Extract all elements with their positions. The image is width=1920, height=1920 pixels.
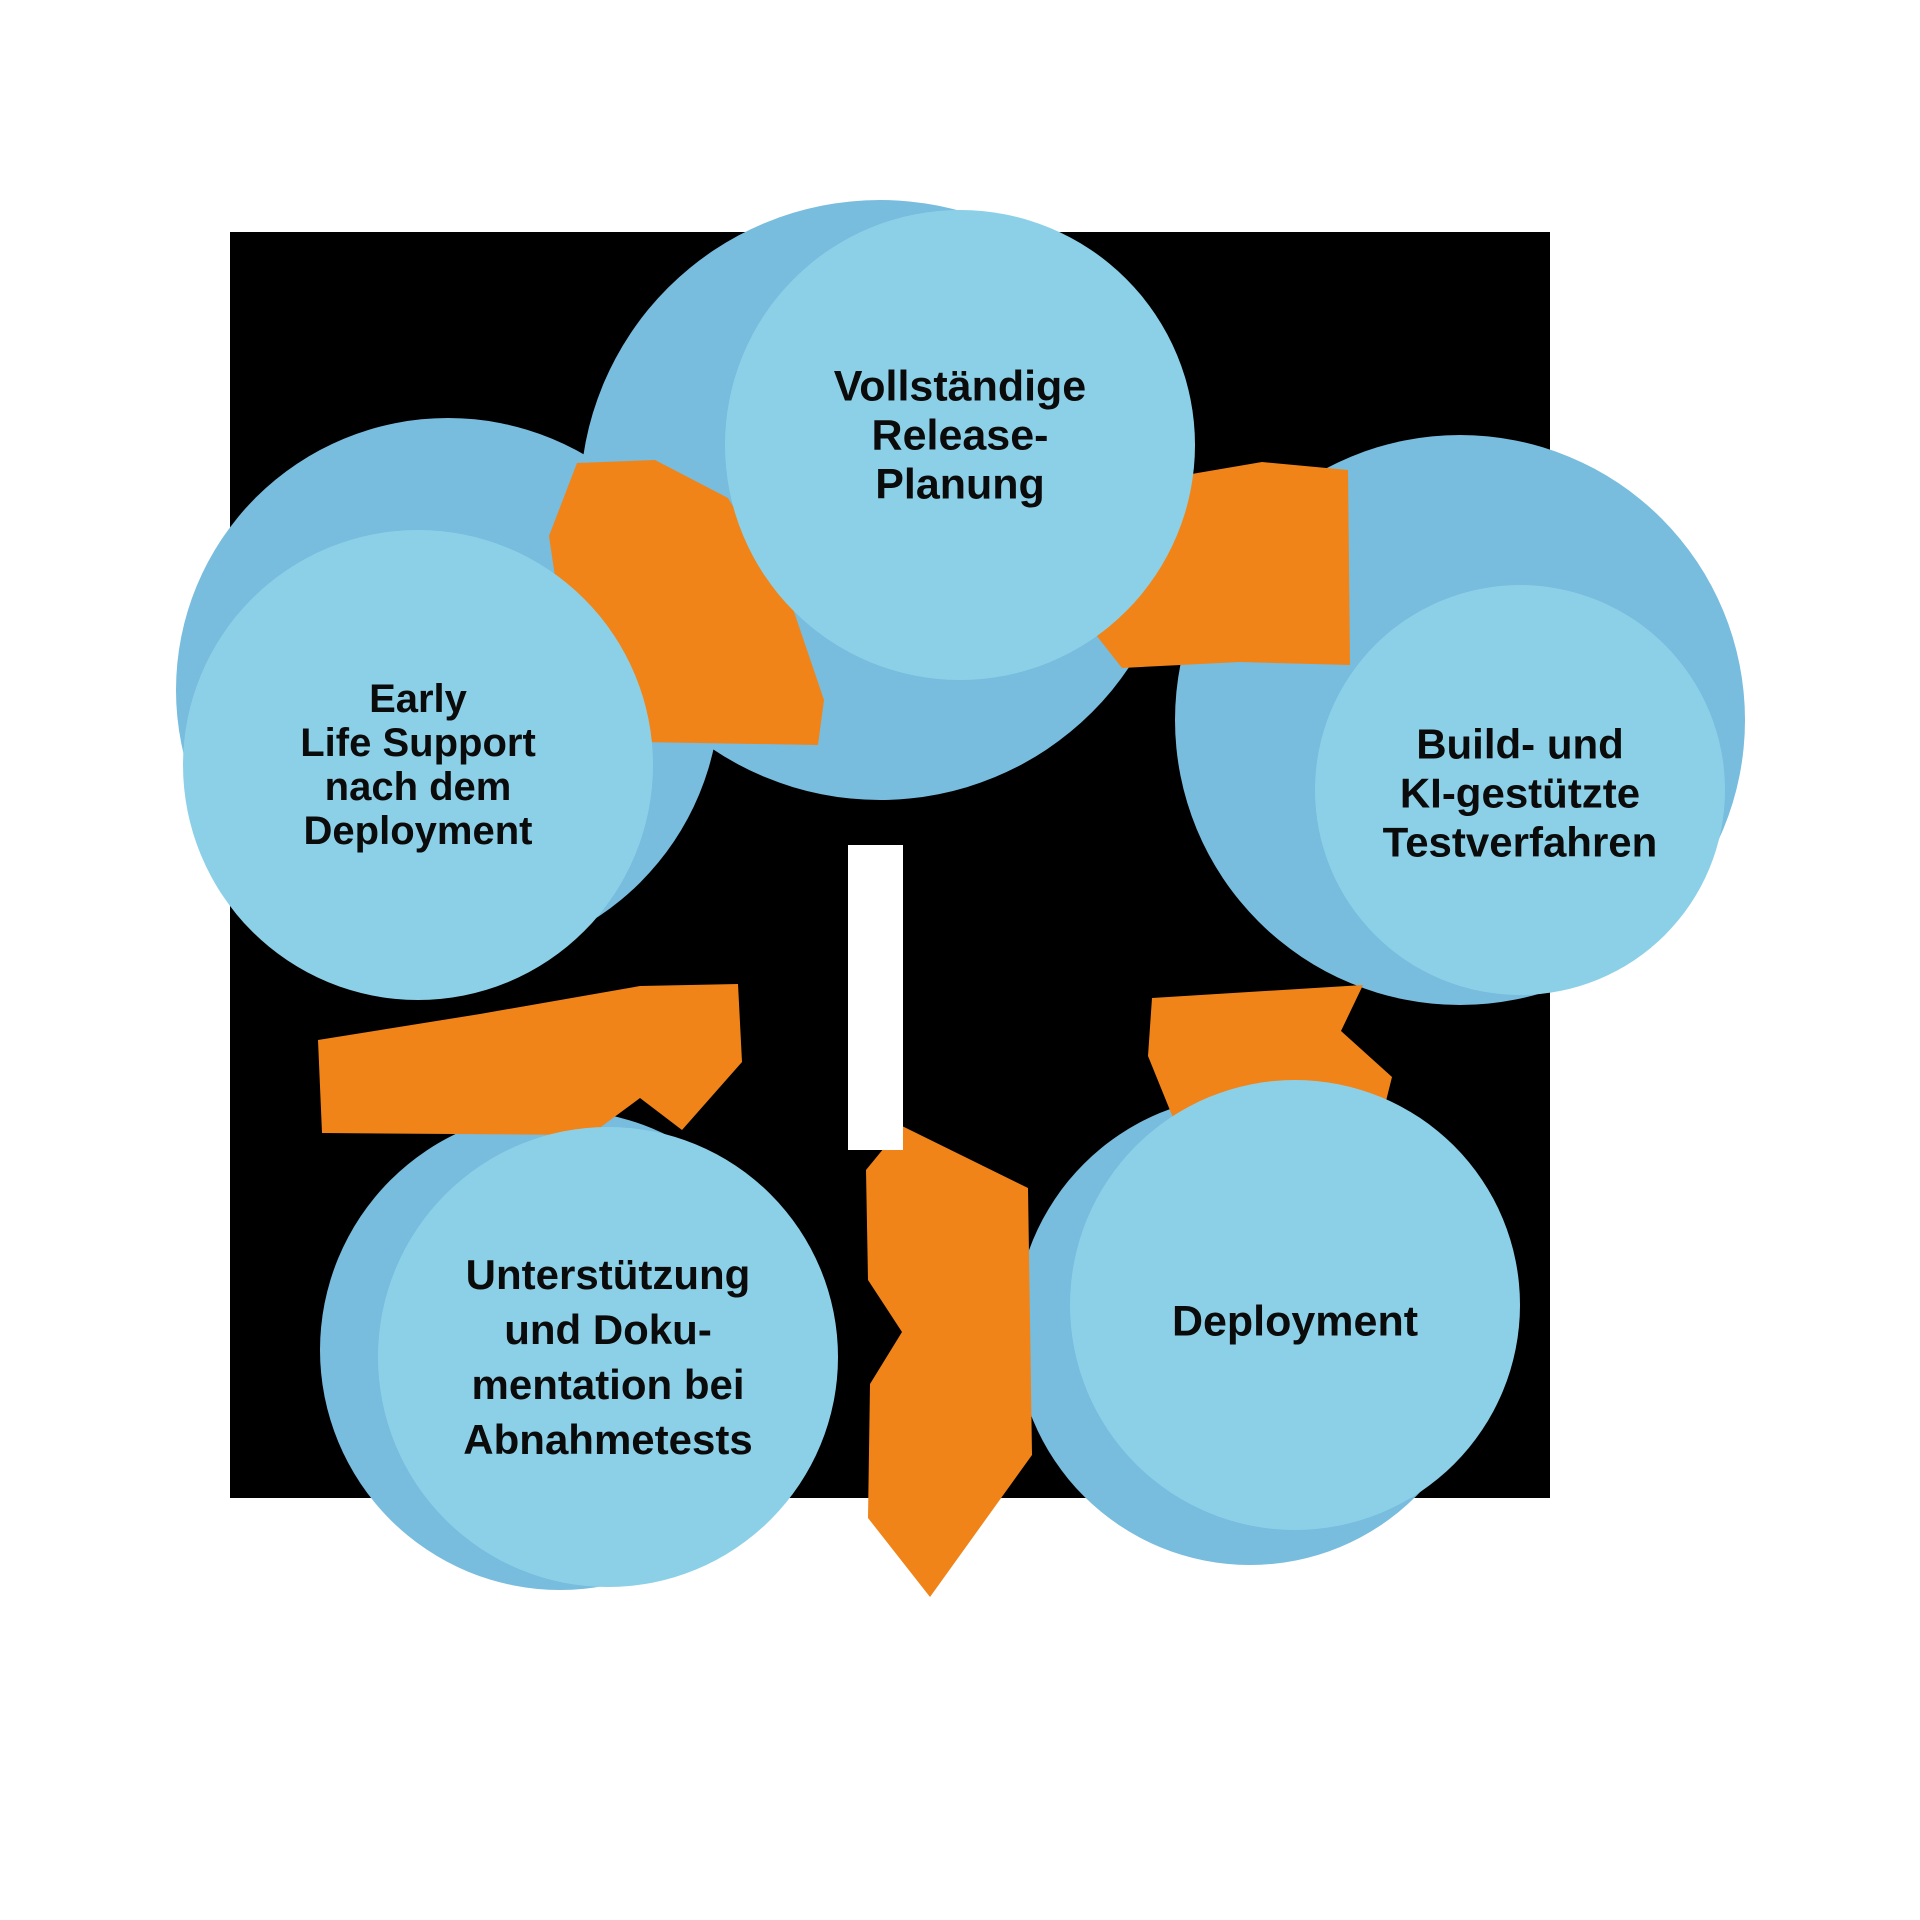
label-line: Early bbox=[369, 677, 467, 721]
label-line: Deployment bbox=[303, 809, 533, 853]
arrow-bottom-right-to-bottom-left bbox=[866, 1126, 1032, 1597]
label-line: Planung bbox=[875, 460, 1045, 509]
label-line: Deployment bbox=[1171, 1297, 1419, 1346]
label-line: Build- und bbox=[1416, 720, 1624, 768]
node-label-abnahmetests: Unterstützung und Doku- mentation bei Ab… bbox=[463, 1247, 752, 1467]
label-line: Unterstützung bbox=[465, 1251, 751, 1298]
label-line: Release- bbox=[871, 411, 1049, 460]
label-line: nach dem bbox=[324, 765, 512, 809]
label-line: und Doku- bbox=[504, 1306, 712, 1353]
node-circle-release-planung bbox=[725, 210, 1195, 680]
arrow-bottom-left-to-left bbox=[318, 984, 742, 1135]
node-circle-abnahmetests bbox=[378, 1127, 838, 1587]
label-line: Abnahmetests bbox=[463, 1416, 753, 1463]
label-line: Vollständige bbox=[833, 362, 1087, 411]
label-line: mentation bei bbox=[471, 1361, 745, 1408]
label-line: Testverfahren bbox=[1382, 818, 1658, 866]
label-line: KI-gestützte bbox=[1399, 769, 1641, 817]
node-circle-testverfahren bbox=[1315, 585, 1725, 995]
node-label-early-life-support: Early Life Support nach dem Deployment bbox=[300, 677, 536, 853]
center-white-bar bbox=[848, 845, 903, 1150]
node-circle-deployment bbox=[1070, 1080, 1520, 1530]
node-label-testverfahren: Build- und KI-gestützte Testverfahren bbox=[1383, 720, 1658, 867]
label-line: Life Support bbox=[300, 721, 536, 765]
node-label-release-planung: Vollständige Release- Planung bbox=[834, 363, 1086, 510]
node-label-deployment: Deployment bbox=[1172, 1298, 1418, 1347]
node-circle-early-life-support bbox=[183, 530, 653, 1000]
